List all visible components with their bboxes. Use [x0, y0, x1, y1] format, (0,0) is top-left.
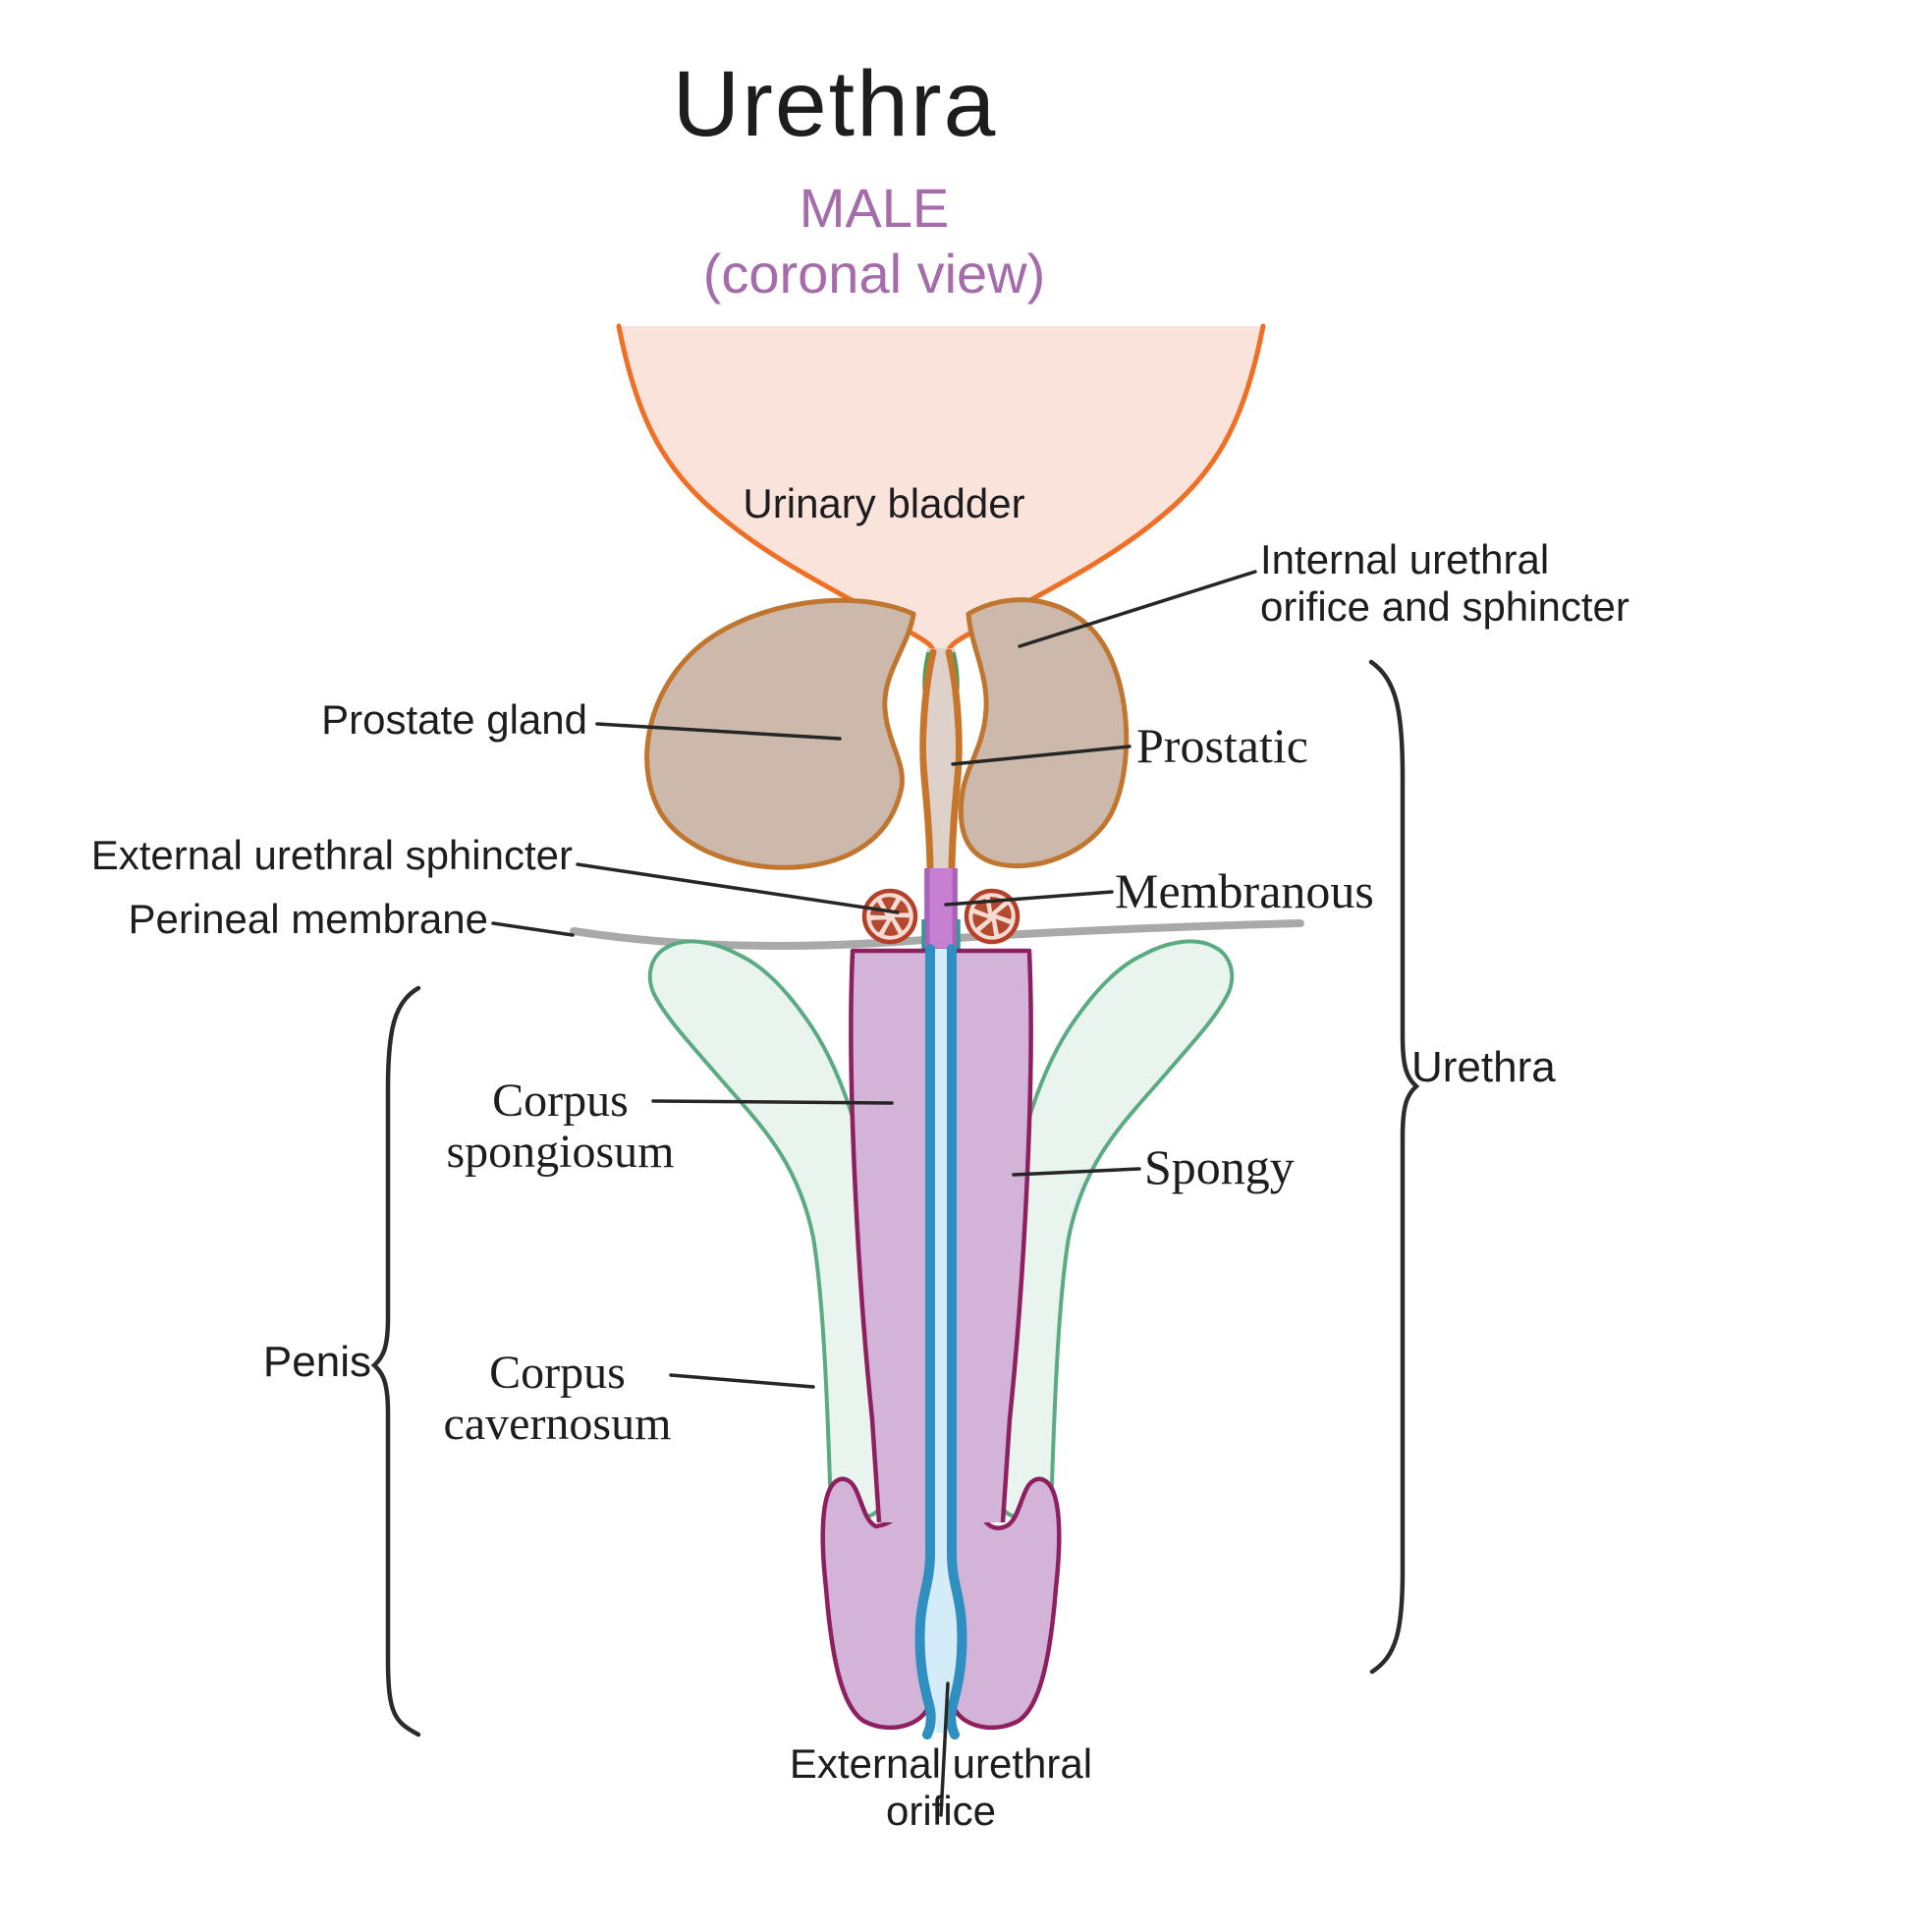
leader-corpus-cavernosum — [669, 1373, 815, 1389]
leader-spongy — [1012, 1167, 1141, 1177]
leader-corpus-spongiosum — [651, 1099, 894, 1105]
label-perineal-membrane: Perineal membrane — [128, 896, 488, 942]
label-prostate-gland: Prostate gland — [321, 696, 587, 743]
leader-perineal-membrane — [491, 921, 575, 937]
label-corpus-spongiosum: Corpus spongiosum — [446, 1075, 675, 1178]
perineal-membrane-line-left — [570, 927, 928, 950]
urethra-brace — [1368, 659, 1420, 1675]
label-penis: Penis — [262, 1338, 371, 1386]
label-external-urethral-orifice: External urethral orifice — [789, 1740, 1093, 1834]
penis-brace — [370, 985, 421, 1738]
label-spongy-urethra: Spongy — [1144, 1139, 1295, 1194]
label-external-urethral-sphincter: External urethral sphincter — [90, 832, 573, 878]
leader-membranous — [944, 890, 1114, 907]
leader-prostate-gland — [595, 722, 842, 741]
diagram-subtitle: MALE(coronal view) — [383, 175, 1365, 306]
prostatic-urethra-wall-right — [945, 648, 963, 878]
urethra-wall-right — [946, 944, 967, 1739]
subtitle-view: (coronal view) — [702, 243, 1046, 305]
leader-external-orifice — [939, 1682, 950, 1817]
membranous-urethra-segment — [924, 868, 958, 955]
label-prostatic-urethra: Prostatic — [1136, 718, 1308, 773]
label-internal-urethral-orifice: Internal urethral orifice and sphincter — [1260, 536, 1629, 630]
leader-internal-orifice — [1018, 570, 1257, 648]
prostate-right-lobe — [958, 597, 1130, 869]
urethra-lumen — [924, 949, 958, 1733]
subtitle-sex: MALE — [799, 177, 950, 239]
urethra-wall-left — [914, 944, 936, 1739]
prostatic-urethra-lumen — [927, 648, 955, 872]
external-sphincter-left — [861, 888, 918, 945]
leader-external-sphincter — [576, 862, 900, 914]
label-membranous-urethra: Membranous — [1115, 863, 1374, 918]
label-urethra-brace: Urethra — [1411, 1043, 1556, 1091]
leader-prostatic — [951, 745, 1132, 766]
label-corpus-cavernosum: Corpus cavernosum — [443, 1347, 672, 1450]
page-title: Urethra — [672, 52, 998, 156]
prostatic-urethra-wall-left — [919, 648, 937, 878]
label-urinary-bladder: Urinary bladder — [743, 480, 1025, 526]
